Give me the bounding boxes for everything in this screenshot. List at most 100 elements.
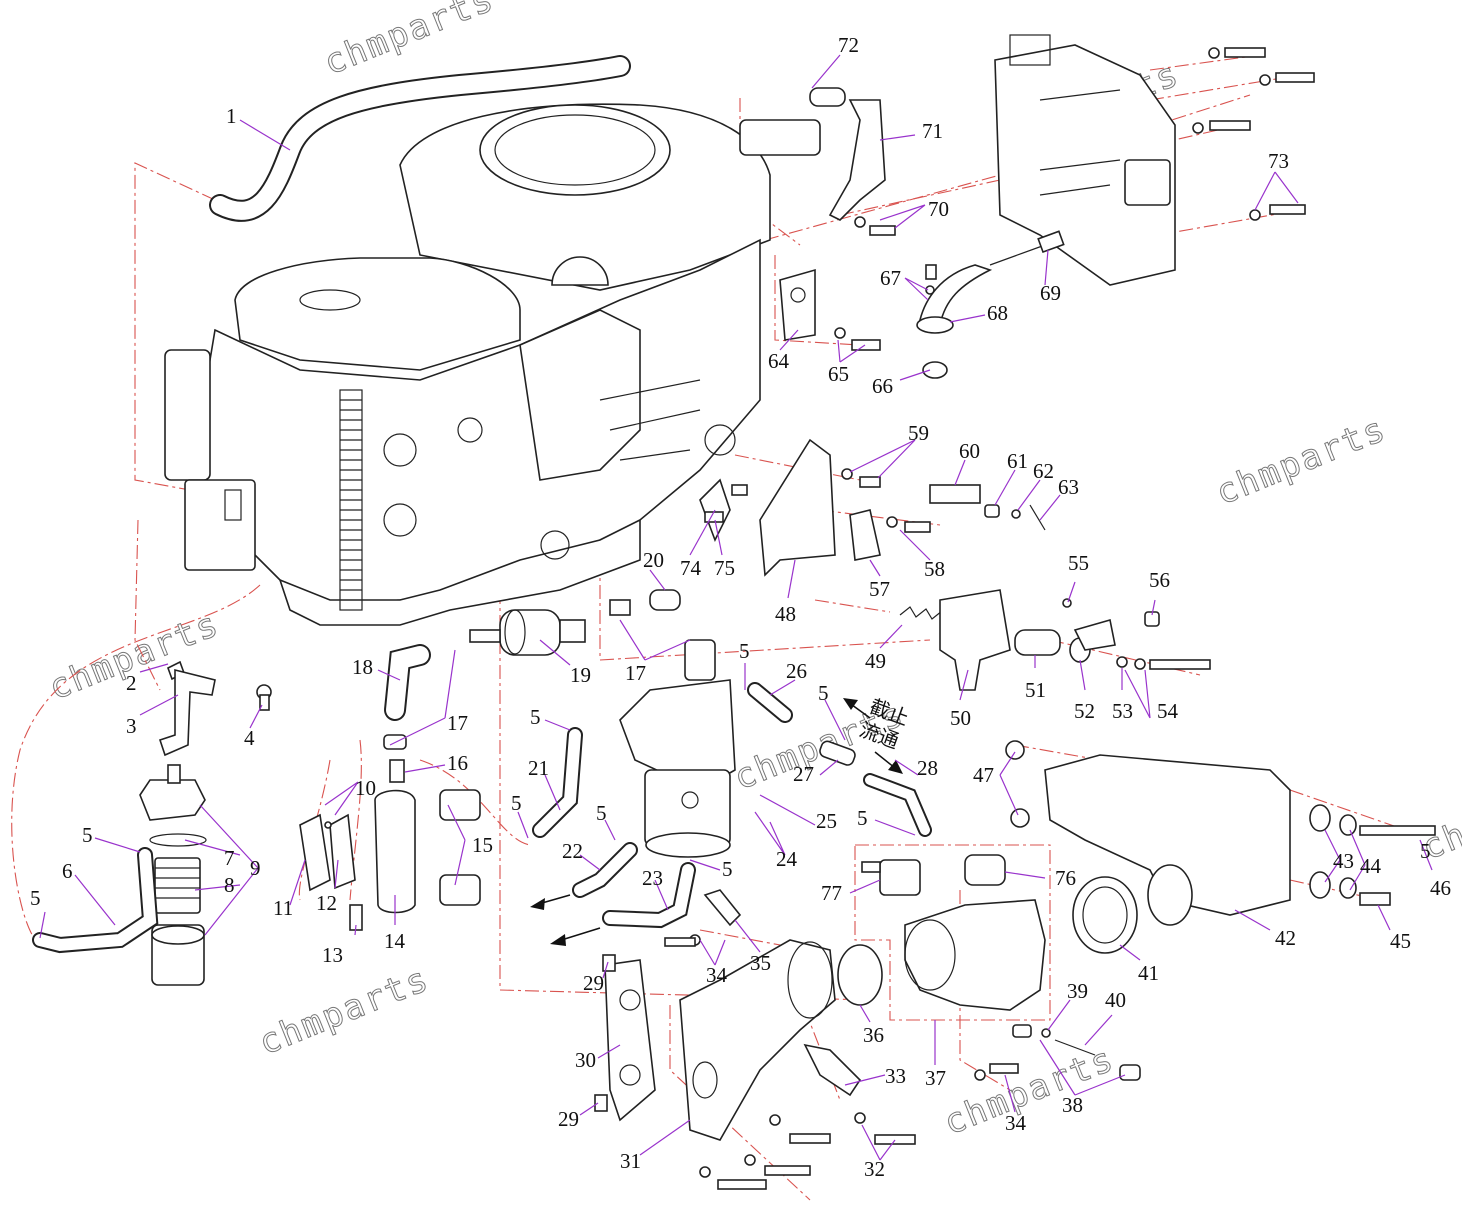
callout-6: 6	[62, 859, 73, 883]
callout-4: 4	[244, 726, 255, 750]
callout-51: 51	[1025, 678, 1046, 702]
callout-17: 17	[625, 661, 646, 685]
callout-42: 42	[1275, 926, 1296, 950]
callout-50: 50	[950, 706, 971, 730]
callout-46: 46	[1430, 876, 1451, 900]
bracket-plate-group	[699, 438, 1046, 577]
callout-39: 39	[1067, 979, 1088, 1003]
callout-8: 8	[224, 873, 235, 897]
callout-47: 47	[973, 763, 994, 787]
callout-34: 34	[1005, 1111, 1027, 1135]
callout-30: 30	[575, 1048, 596, 1072]
callout-26: 26	[786, 659, 807, 683]
callout-23: 23	[642, 866, 663, 890]
callout-33: 33	[885, 1064, 906, 1088]
intake-silencer-group	[1005, 740, 1436, 926]
ignition-coil-group	[299, 789, 481, 931]
sensor-parts-64-69	[779, 230, 1065, 379]
watermark-text: chmparts	[318, 0, 500, 83]
ecu-module	[994, 34, 1176, 286]
callout-3: 3	[126, 714, 137, 738]
callout-75: 75	[714, 556, 735, 580]
callout-24: 24	[776, 847, 798, 871]
callout-11: 11	[273, 896, 293, 920]
callout-58: 58	[924, 557, 945, 581]
flow-direction-note: 截止 流通	[856, 694, 912, 753]
callout-62: 62	[1033, 459, 1054, 483]
hoses	[383, 644, 932, 929]
callout-31: 31	[620, 1149, 641, 1173]
callout-65: 65	[828, 362, 849, 386]
callout-17: 17	[447, 711, 468, 735]
callout-67: 67	[880, 266, 901, 290]
watermark-text: chmparts	[253, 959, 435, 1063]
callout-5: 5	[1420, 839, 1431, 863]
callout-49: 49	[865, 649, 886, 673]
callout-22: 22	[562, 839, 583, 863]
part-1-breather-hose	[209, 55, 631, 222]
callout-14: 14	[384, 929, 406, 953]
engine-block	[164, 103, 821, 626]
callout-64: 64	[768, 349, 790, 373]
callout-45: 45	[1390, 929, 1411, 953]
callout-5: 5	[511, 791, 522, 815]
callout-5: 5	[530, 705, 541, 729]
callout-29: 29	[583, 971, 604, 995]
callout-71: 71	[922, 119, 943, 143]
callout-5: 5	[82, 823, 93, 847]
callout-21: 21	[528, 756, 549, 780]
callout-19: 19	[570, 663, 591, 687]
callout-53: 53	[1112, 699, 1133, 723]
callout-5: 5	[739, 639, 750, 663]
callout-5: 5	[722, 857, 733, 881]
bolts-73	[1192, 47, 1315, 221]
callout-76: 76	[1055, 866, 1076, 890]
callout-9: 9	[250, 856, 261, 880]
watermark-text: chmparts	[1210, 409, 1392, 513]
callout-37: 37	[925, 1066, 946, 1090]
callout-7: 7	[224, 846, 235, 870]
fuel-strainer-group	[32, 660, 272, 986]
callout-52: 52	[1074, 699, 1095, 723]
callout-68: 68	[987, 301, 1008, 325]
callout-29: 29	[558, 1107, 579, 1131]
callout-2: 2	[126, 671, 137, 695]
callout-20: 20	[643, 548, 664, 572]
callout-15: 15	[472, 833, 493, 857]
bracket-71	[809, 87, 896, 236]
callout-28: 28	[917, 756, 938, 780]
callout-27: 27	[793, 762, 814, 786]
callout-74: 74	[680, 556, 702, 580]
throttle-linkage-group	[899, 589, 1211, 691]
callout-16: 16	[447, 751, 468, 775]
callout-12: 12	[316, 891, 337, 915]
callout-60: 60	[959, 439, 980, 463]
callout-18: 18	[352, 655, 373, 679]
callout-44: 44	[1360, 854, 1382, 878]
callout-10: 10	[355, 776, 376, 800]
callout-5: 5	[30, 886, 41, 910]
callout-40: 40	[1105, 988, 1126, 1012]
callout-77: 77	[821, 881, 842, 905]
callout-5: 5	[596, 801, 607, 825]
intake-manifold-group	[594, 889, 916, 1190]
callout-numbers: 1 2 3 4 5 5 5 5 5 5 5 5 5 5 6 7 8 9 10 1…	[30, 33, 1451, 1181]
callout-57: 57	[869, 577, 890, 601]
callout-70: 70	[928, 197, 949, 221]
callout-61: 61	[1007, 449, 1028, 473]
callout-69: 69	[1040, 281, 1061, 305]
callout-13: 13	[322, 943, 343, 967]
callout-63: 63	[1058, 475, 1079, 499]
callout-66: 66	[872, 374, 893, 398]
throttle-body-group	[861, 854, 1141, 1081]
callout-5: 5	[857, 806, 868, 830]
callout-36: 36	[863, 1023, 884, 1047]
leader-lines	[39, 54, 1433, 1161]
callout-25: 25	[816, 809, 837, 833]
callout-5: 5	[818, 681, 829, 705]
callout-32: 32	[864, 1157, 885, 1181]
callout-54: 54	[1157, 699, 1179, 723]
callout-43: 43	[1333, 849, 1354, 873]
callout-38: 38	[1062, 1093, 1083, 1117]
